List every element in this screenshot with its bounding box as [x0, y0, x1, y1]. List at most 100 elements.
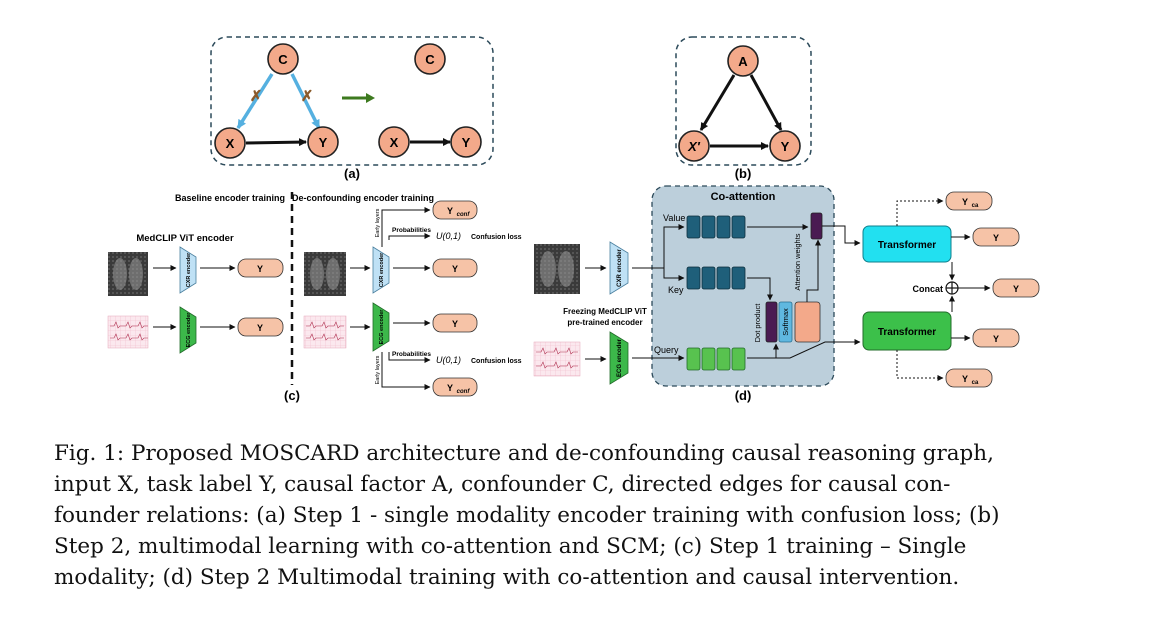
y-output-cxr-baseline-label: Y	[257, 264, 263, 274]
y-output-top-label: Y	[993, 233, 999, 243]
node-y-right	[450, 126, 482, 158]
ecg-encoder-baseline-label: ECG encoder	[186, 312, 192, 348]
panel-a: ✗ ✗ C X Y C X Y (a)	[210, 36, 494, 181]
y-conf-bottom-sub: conf	[457, 389, 471, 395]
y-output-cxr-deconf	[432, 258, 478, 278]
softmax-label: Softmax	[781, 308, 790, 336]
panel-a-label: (a)	[344, 166, 360, 181]
edge-a-y	[749, 74, 783, 131]
ecg-encoder-baseline	[179, 306, 197, 354]
node-y-b-label: Y	[781, 139, 790, 154]
key-blocks	[686, 266, 746, 290]
caption-line: Fig. 1: Proposed MOSCARD architecture an…	[54, 441, 994, 466]
y-ca-top-sub: ca	[972, 203, 979, 209]
softmax-block	[778, 301, 793, 343]
y-output-concat	[992, 278, 1040, 298]
deconf-title: De-confounding encoder training	[292, 193, 434, 203]
node-y-b	[769, 130, 801, 162]
y-ca-bottom-label: Y	[962, 374, 968, 384]
edge-c-y	[290, 73, 321, 129]
node-y-right-label: Y	[462, 135, 471, 150]
transformer-bottom-label: Transformer	[878, 327, 936, 338]
key-label: Key	[668, 285, 684, 295]
edge-a-x	[699, 74, 736, 131]
node-x-right	[378, 126, 410, 158]
dot-product-label: Dot product	[753, 303, 762, 343]
attention-weights-label: Attention weights	[793, 233, 802, 290]
coattention-title: Co-attention	[711, 191, 776, 203]
y-conf-top	[432, 200, 478, 220]
probabilities-bottom: Probabilities	[392, 351, 431, 358]
y-output-ecg-deconf	[432, 313, 478, 333]
attention-weights-block	[794, 301, 821, 343]
ecg-encoder-d-label: ECG encoder	[617, 338, 623, 377]
y-output-bottom-label: Y	[993, 334, 999, 344]
value-blocks	[686, 215, 746, 239]
probabilities-top: Probabilities	[392, 227, 431, 234]
edge-c-x	[236, 73, 274, 129]
panel-d: Co-attention CXR encoder Freezing MedCLI…	[533, 185, 1040, 403]
query-blocks	[686, 347, 746, 371]
panel-d-label: (d)	[735, 388, 752, 403]
transformer-top	[862, 225, 952, 263]
panel-c: Baseline encoder training De-confounding…	[107, 192, 522, 403]
y-output-ecg-deconf-label: Y	[452, 319, 458, 329]
caption-line: Step 2, multimodal learning with co-atte…	[54, 534, 967, 559]
node-x-prime-label: X′	[687, 139, 701, 154]
y-output-top	[972, 227, 1020, 247]
node-y	[307, 126, 339, 158]
node-y-label: Y	[319, 135, 328, 150]
uniform-top: U(0,1)	[436, 231, 461, 241]
y-ca-bottom	[945, 368, 993, 388]
node-c-right-label: C	[425, 52, 435, 67]
freezing-line1: Freezing MedCLIP ViT	[563, 307, 647, 316]
ecg-image-baseline	[107, 315, 149, 349]
y-conf-top-sub: conf	[457, 212, 471, 218]
figure: ✗ ✗ C X Y C X Y (a) A X′ Y (b) Base	[107, 36, 1040, 403]
ecg-encoder-deconf-label: ECG encoder	[379, 309, 385, 345]
panel-c-label: (c)	[284, 388, 300, 403]
early-layers-top: Early layers	[375, 208, 381, 237]
attention-output-block	[810, 212, 823, 240]
y-output-concat-label: Y	[1013, 284, 1019, 294]
node-a-label: A	[738, 54, 748, 69]
caption-line: modality; (d) Step 2 Multimodal training…	[54, 565, 960, 590]
node-c	[267, 43, 299, 75]
node-x	[214, 127, 246, 159]
y-output-ecg-baseline-label: Y	[257, 323, 263, 333]
y-output-ecg-baseline	[237, 317, 284, 337]
node-x-prime	[678, 130, 710, 162]
y-conf-bottom-label: Y	[447, 383, 453, 393]
y-output-cxr-deconf-label: Y	[452, 264, 458, 274]
cxr-encoder-baseline	[179, 246, 197, 294]
cxr-encoder-baseline-label: CXR encoder	[186, 252, 192, 287]
y-ca-bottom-sub: ca	[972, 380, 979, 386]
node-a	[727, 45, 759, 77]
confusion-loss-top: Confusion loss	[471, 234, 522, 241]
caption-line: founder relations: (a) Step 1 - single m…	[54, 503, 1000, 528]
concat-label: Concat	[912, 284, 943, 294]
confusion-loss-bottom: Confusion loss	[471, 358, 522, 365]
node-c-label: C	[278, 52, 288, 67]
baseline-title: Baseline encoder training	[175, 193, 285, 203]
panel-b-label: (b)	[735, 166, 752, 181]
cxr-encoder-d	[609, 241, 629, 295]
y-ca-top-label: Y	[962, 197, 968, 207]
edge-x-y	[245, 138, 307, 147]
cut-mark-left: ✗	[250, 88, 263, 105]
cxr-encoder-d-label: CXR encoder	[617, 249, 623, 287]
y-output-cxr-baseline	[237, 258, 284, 278]
transformer-bottom	[862, 311, 952, 351]
y-conf-top-label: Y	[447, 206, 453, 216]
y-output-bottom	[972, 328, 1020, 348]
y-ca-top	[945, 191, 993, 211]
node-x-right-label: X	[390, 135, 399, 150]
y-conf-bottom	[432, 377, 478, 397]
dot-product-block	[765, 301, 778, 343]
uniform-bottom: U(0,1)	[436, 355, 461, 365]
ecg-encoder-deconf	[372, 302, 390, 352]
transformer-top-label: Transformer	[878, 240, 936, 251]
cxr-encoder-deconf	[372, 246, 390, 294]
node-x-label: X	[226, 136, 235, 151]
ecg-image-deconf	[303, 315, 347, 349]
